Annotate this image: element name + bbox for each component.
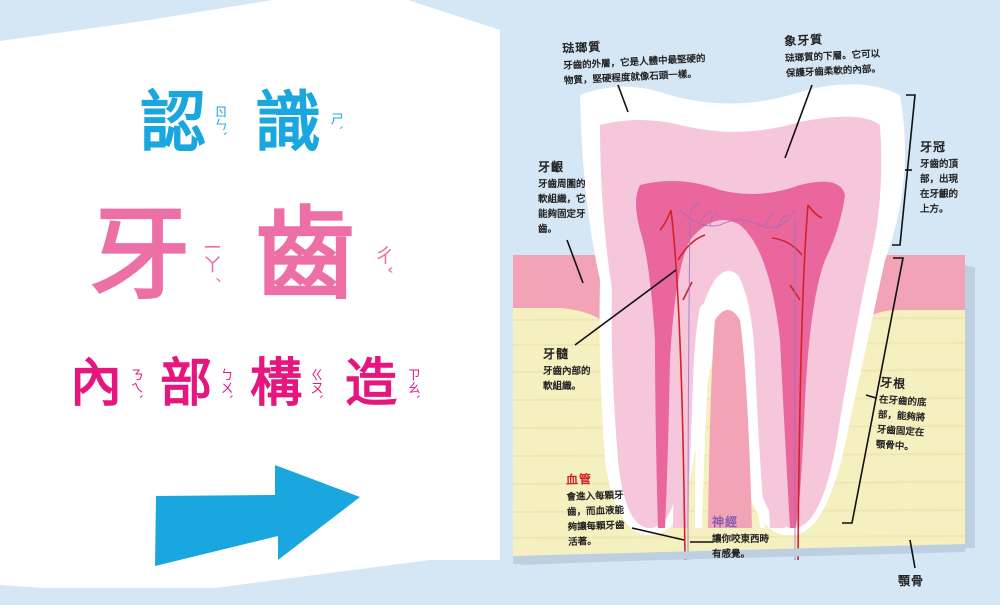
label-crown-desc-3: 在牙齦的 bbox=[920, 189, 959, 200]
diagram-bottom-edge bbox=[512, 544, 966, 564]
leader-lines bbox=[566, 84, 916, 569]
label-pulp-term: 牙髓 bbox=[543, 347, 570, 361]
zhuyin-zao: ㄗㄠˋ bbox=[404, 368, 420, 401]
label-crown: 牙冠 牙齒的頂 部，出現 在牙齦的 上方。 bbox=[920, 138, 958, 217]
label-gum: 牙齦 牙齒周圍的 軟組織，它 能夠固定牙 齒。 bbox=[538, 158, 586, 237]
label-jawbone-term: 顎骨 bbox=[898, 574, 925, 588]
label-gum-term: 牙齦 bbox=[538, 160, 565, 174]
label-dentin-term: 象牙質 bbox=[783, 32, 824, 49]
tooth-pulp bbox=[636, 181, 845, 528]
label-crown-term: 牙冠 bbox=[920, 140, 947, 154]
label-root-term: 牙根 bbox=[879, 375, 907, 392]
label-gum-desc-4: 齒。 bbox=[538, 224, 558, 235]
label-crown-desc-2: 部，出現 bbox=[920, 174, 959, 185]
label-pulp: 牙髓 牙齒內部的 軟組織。 bbox=[543, 345, 591, 394]
title-char-zao: 造 bbox=[345, 354, 398, 414]
title-char-ren: 認 bbox=[140, 84, 206, 161]
label-jawbone: 顎骨 bbox=[898, 572, 924, 591]
label-gum-desc-1: 牙齒周圍的 bbox=[538, 179, 586, 190]
title-char-ya: 牙 bbox=[90, 196, 190, 313]
title-char-nei: 內 bbox=[70, 354, 123, 414]
label-crown-desc-4: 上方。 bbox=[920, 204, 949, 215]
root-canal-left bbox=[695, 270, 765, 528]
label-pulp-desc-2: 軟組織。 bbox=[543, 381, 582, 392]
title-char-bu: 部 bbox=[160, 354, 213, 414]
label-dentin: 象牙質 琺瑯質的下層。它可以 保護牙齒柔軟的內部。 bbox=[784, 28, 881, 82]
label-nerve-desc-2: 有感覺。 bbox=[712, 549, 751, 560]
label-blood-vessel-desc-4: 活著。 bbox=[567, 535, 597, 548]
title-char-shi: 識 bbox=[255, 84, 321, 161]
label-blood-vessel-desc-3: 夠讓每顆牙齒 bbox=[567, 519, 625, 533]
label-nerve-desc-1: 讓你咬東西時 bbox=[712, 534, 770, 545]
label-blood-vessel-term: 血管 bbox=[565, 472, 593, 488]
zhuyin-shi: ㄕˋ bbox=[327, 112, 343, 132]
zhuyin-chi: ㄔˇ bbox=[371, 245, 395, 275]
blood-vessels bbox=[659, 204, 823, 561]
label-nerve-term: 神經 bbox=[712, 515, 739, 529]
label-nerve: 神經 讓你咬東西時 有感覺。 bbox=[712, 513, 769, 562]
label-pulp-desc-1: 牙齒內部的 bbox=[543, 366, 591, 377]
label-crown-desc-1: 牙齒的頂 bbox=[920, 159, 959, 170]
nerves bbox=[679, 203, 796, 561]
label-root: 牙根 在牙齒的底 部，能夠將 牙齒固定在 顎骨中。 bbox=[875, 373, 928, 455]
zhuyin-bu: ㄅㄨˋ bbox=[217, 368, 233, 401]
inner-dentin-arch bbox=[673, 232, 785, 528]
label-gum-desc-3: 能夠固定牙 bbox=[538, 209, 586, 220]
zhuyin-ya: ㄧㄚˊ bbox=[199, 238, 223, 284]
left-white-panel bbox=[0, 0, 500, 588]
gum-inner bbox=[708, 310, 752, 528]
zhuyin-gou: ㄍㄡˋ bbox=[307, 368, 323, 401]
zhuyin-ren: ㄖㄣˋ bbox=[211, 105, 227, 138]
zhuyin-nei: ㄋㄟˋ bbox=[127, 368, 143, 401]
title-char-chi: 齒 bbox=[255, 196, 355, 313]
label-enamel: 琺瑯質 牙齒的外層，它是人體中最堅硬的 物質，堅硬程度就像石頭一樣。 bbox=[562, 32, 707, 88]
label-blood-vessel: 血管 會進入每顆牙 齒，而血液能 夠讓每顆牙齒 活著。 bbox=[566, 469, 626, 550]
right-arrow-icon bbox=[155, 465, 360, 566]
label-gum-desc-2: 軟組織，它 bbox=[538, 194, 586, 205]
title-char-gou: 構 bbox=[250, 354, 303, 414]
